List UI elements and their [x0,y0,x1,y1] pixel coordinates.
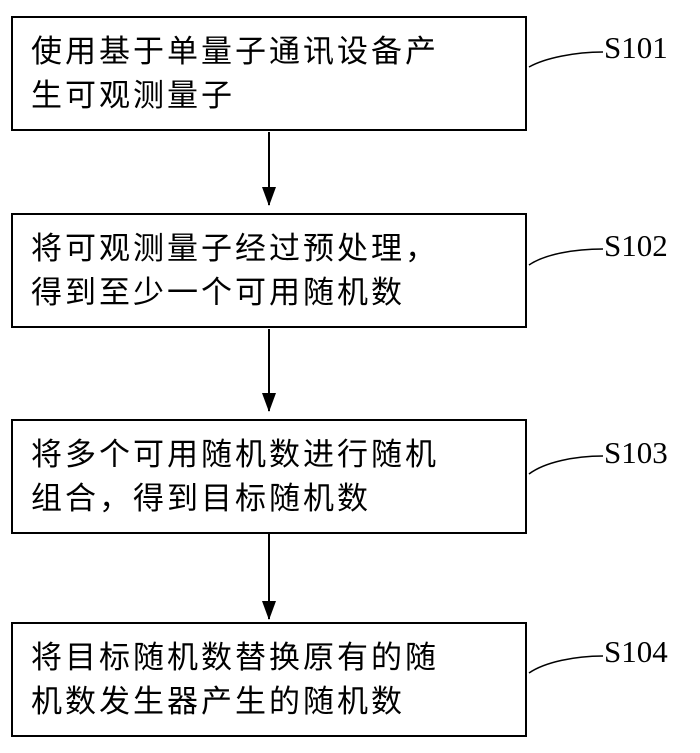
step-text-s102: 将可观测量子经过预处理， 得到至少一个可用随机数 [31,230,439,311]
arrow-s102-to-s103 [262,329,276,412]
arrow-s101-to-s102 [262,132,276,206]
step-box-s102: 将可观测量子经过预处理， 得到至少一个可用随机数 [11,213,527,328]
leader-line-s104 [528,655,604,674]
step-box-s101: 使用基于单量子通讯设备产 生可观测量子 [11,16,527,131]
step-text-s104: 将目标随机数替换原有的随 机数发生器产生的随机数 [31,639,439,720]
step-box-s104: 将目标随机数替换原有的随 机数发生器产生的随机数 [11,622,527,737]
step-label-s103: S103 [604,435,668,470]
leader-line-s101 [528,51,604,68]
arrow-s103-to-s104 [262,534,276,620]
step-text-s103: 将多个可用随机数进行随机 组合，得到目标随机数 [31,436,439,517]
step-label-s104: S104 [604,634,668,669]
step-label-s101: S101 [604,30,668,65]
leader-line-s103 [528,455,604,475]
step-box-s103: 将多个可用随机数进行随机 组合，得到目标随机数 [11,419,527,534]
leader-line-s102 [528,248,604,266]
step-label-s102: S102 [604,228,668,263]
step-text-s101: 使用基于单量子通讯设备产 生可观测量子 [31,33,439,114]
